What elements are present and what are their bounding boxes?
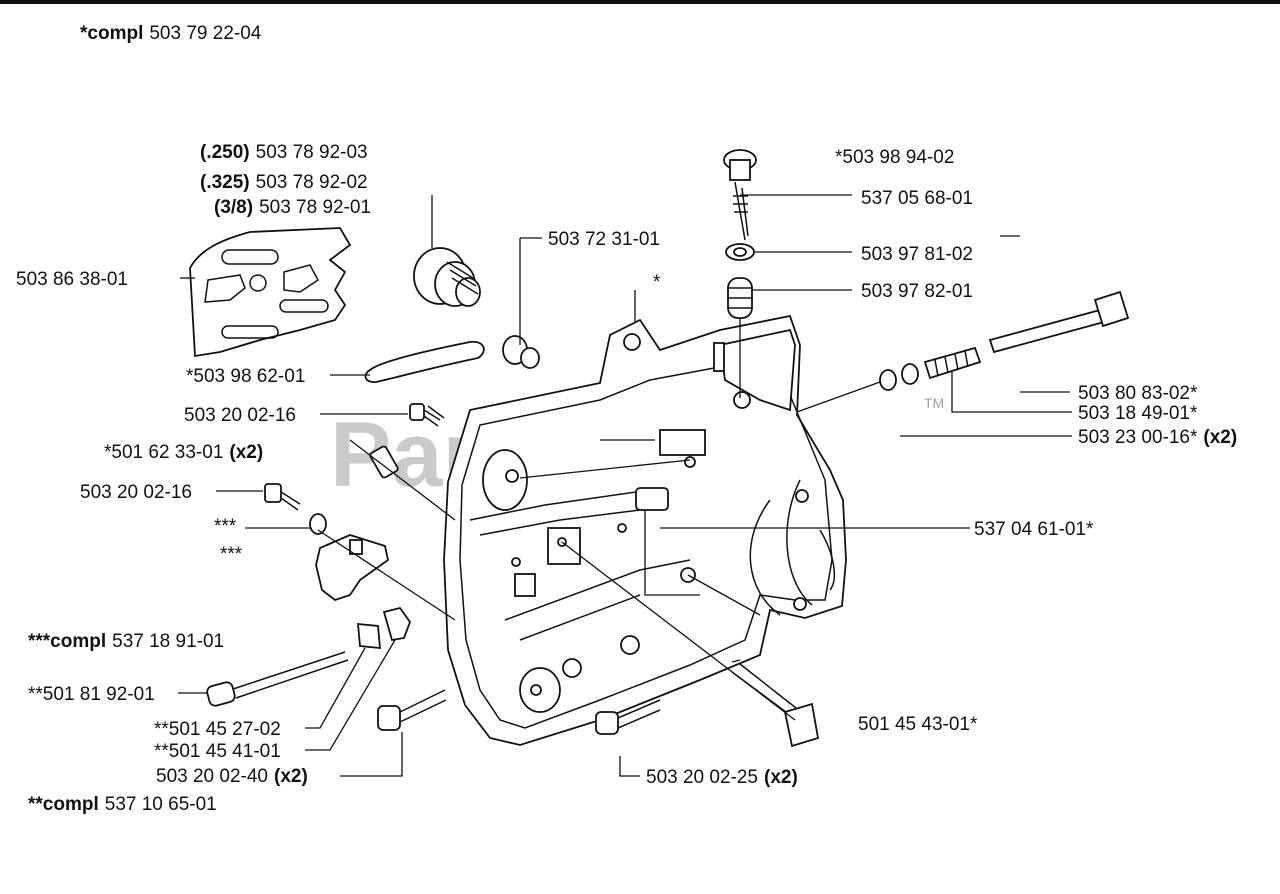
leader-lines xyxy=(178,194,1072,777)
label-star: * xyxy=(653,272,661,293)
label-plate: 503 86 38-01 xyxy=(16,269,128,290)
label-bolt: 501 45 43-01* xyxy=(858,714,978,735)
label-pin-x2: *501 62 33-01(x2) xyxy=(104,442,263,463)
shaft-illustration xyxy=(879,290,1130,391)
label-spring-b: 503 18 49-01* xyxy=(1078,403,1198,424)
label-nut-a: **501 45 27-02 xyxy=(154,719,281,740)
label-nut-b: **501 45 41-01 xyxy=(154,741,281,762)
chain-nut-illustration xyxy=(413,247,481,307)
guide-pin-illustration xyxy=(502,335,540,369)
label-knob-kit: *503 98 94-02 xyxy=(835,147,954,168)
label-bar-250: (.250)503 78 92-03 xyxy=(200,142,368,163)
label-shaft: 503 80 83-02* xyxy=(1078,383,1198,404)
screws-left-illustration xyxy=(206,403,820,748)
guide-plate-illustration xyxy=(189,227,352,358)
label-adjust-screw: 537 05 68-01 xyxy=(861,188,973,209)
label-cover: 537 04 61-01* xyxy=(974,519,1094,540)
label-triple-a: *** xyxy=(214,516,237,537)
watermark-tm: TM xyxy=(924,395,944,411)
label-pin: 503 72 31-01 xyxy=(548,229,660,250)
adjuster-illustration xyxy=(723,149,757,319)
label-triple-b: *** xyxy=(220,544,243,565)
label-tension-screw: **501 81 92-01 xyxy=(28,684,155,705)
label-screw-40: 503 20 02-40(x2) xyxy=(156,766,308,787)
label-spring: 503 97 82-01 xyxy=(861,281,973,302)
label-chain-guide: *503 98 62-01 xyxy=(186,366,305,387)
label-screw-16: 503 23 00-16*(x2) xyxy=(1078,427,1237,448)
label-bar-38: (3/8)503 78 92-01 xyxy=(214,197,371,218)
label-screw-25: 503 20 02-25(x2) xyxy=(646,767,798,788)
label-screw-b: 503 20 02-16 xyxy=(80,482,192,503)
label-washer: 503 97 81-02 xyxy=(861,244,973,265)
label-screw-a: 503 20 02-16 xyxy=(184,405,296,426)
label-bar-325: (.325)503 78 92-02 xyxy=(200,172,368,193)
top-rule xyxy=(0,0,1280,4)
chain-guide-illustration xyxy=(364,340,485,383)
